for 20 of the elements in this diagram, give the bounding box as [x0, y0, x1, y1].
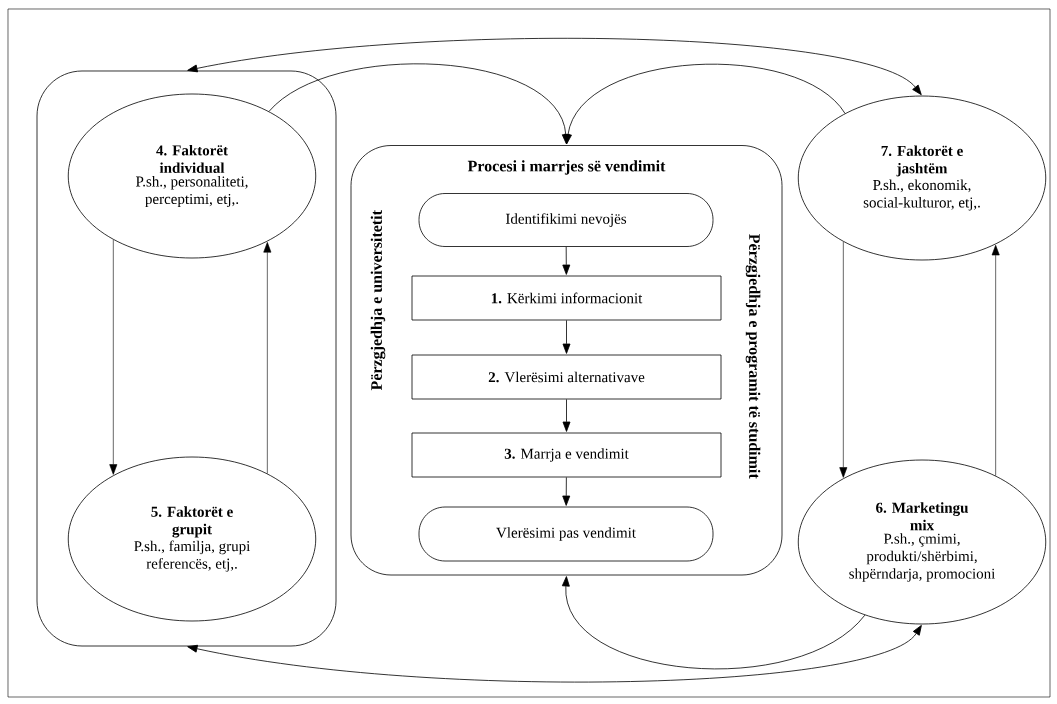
- step-box: 1. Kërkimi informacionit: [411, 275, 722, 321]
- arrow: [562, 246, 571, 275]
- step-box: Vlerësimi pas vendimit: [418, 506, 714, 562]
- vertical-label: Përzgjedhja e universitetit: [370, 210, 386, 391]
- arrow: [562, 399, 571, 432]
- arrow: [839, 241, 848, 478]
- arrow: [187, 625, 922, 683]
- vertical-label: Përzgjedhja e programit të studimit: [745, 234, 761, 479]
- arrow: [564, 64, 846, 145]
- arrow: [187, 37, 922, 96]
- arrow: [562, 320, 571, 354]
- arrow: [263, 242, 272, 474]
- arrow: [991, 244, 1000, 476]
- arrow: [109, 239, 118, 475]
- arrow: [562, 477, 571, 506]
- group-box: [36, 70, 337, 647]
- arrow: [561, 576, 866, 670]
- step-box: Identifikimi nevojës: [418, 193, 714, 247]
- step-box: 2. Vlerësimi alternativave: [411, 354, 722, 400]
- step-box: 3. Marrja e vendimit: [411, 432, 722, 478]
